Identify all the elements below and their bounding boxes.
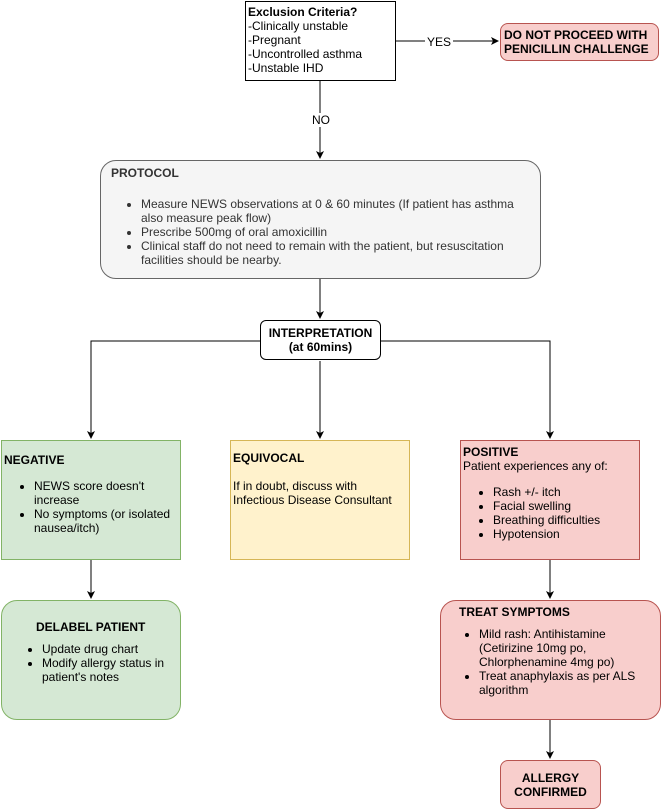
no-edge-label: NO: [310, 113, 332, 127]
protocol-list: Measure NEWS observations at 0 & 60 minu…: [111, 197, 530, 267]
treat-symptoms-node: TREAT SYMPTOMS Mild rash: Antihistamine …: [440, 600, 661, 720]
interpretation-subtitle: (at 60mins): [288, 340, 353, 354]
protocol-title: PROTOCOL: [111, 166, 179, 180]
allergy-confirmed-node: ALLERGY CONFIRMED: [500, 760, 601, 809]
arrow-interpretation-to-positive: [381, 340, 554, 439]
delabel-title: DELABEL PATIENT: [36, 620, 146, 634]
delabel-item: Update drug chart: [42, 642, 170, 656]
positive-item: Hypotension: [493, 527, 637, 541]
delabel-patient-node: DELABEL PATIENT Update drug chart Modify…: [1, 600, 181, 720]
negative-item: No symptoms (or isolated nausea/itch): [34, 507, 178, 535]
positive-title: POSITIVE: [463, 445, 519, 459]
interpretation-node: INTERPRETATION (at 60mins): [260, 320, 381, 360]
positive-node: POSITIVE Patient experiences any of: Ras…: [460, 440, 640, 560]
negative-title: NEGATIVE: [4, 453, 65, 467]
protocol-item: Clinical staff do not need to remain wit…: [141, 239, 530, 267]
protocol-node: PROTOCOL Measure NEWS observations at 0 …: [100, 160, 541, 279]
yes-edge-label: YES: [425, 35, 454, 49]
negative-node: NEGATIVE NEWS score doesn't increase No …: [1, 440, 181, 560]
positive-item: Breathing difficulties: [493, 513, 637, 527]
negative-list: NEWS score doesn't increase No symptoms …: [4, 479, 178, 535]
protocol-item: Prescribe 500mg of oral amoxicillin: [141, 225, 530, 239]
treat-list: Mild rash: Antihistamine (Cetirizine 10m…: [449, 627, 652, 697]
do-not-proceed-node: DO NOT PROCEED WITH PENICILLIN CHALLENGE: [500, 23, 659, 61]
treat-title: TREAT SYMPTOMS: [459, 605, 570, 619]
treat-item: Treat anaphylaxis as per ALS algorithm: [479, 669, 652, 697]
interpretation-title: INTERPRETATION: [268, 326, 373, 340]
equivocal-title: EQUIVOCAL: [233, 451, 305, 465]
delabel-item: Modify allergy status in patient's notes: [42, 656, 170, 684]
equivocal-body: If in doubt, discuss with Infectious Dis…: [233, 479, 392, 507]
positive-list: Rash +/- itch Facial swelling Breathing …: [463, 485, 637, 541]
positive-item: Facial swelling: [493, 499, 637, 513]
allergy-title: ALLERGY CONFIRMED: [514, 771, 587, 799]
do-not-proceed-title: DO NOT PROCEED WITH PENICILLIN CHALLENGE: [504, 28, 649, 56]
treat-item: Mild rash: Antihistamine (Cetirizine 10m…: [479, 627, 652, 669]
exclusion-item: -Clinically unstable: [248, 19, 349, 33]
positive-item: Rash +/- itch: [493, 485, 637, 499]
exclusion-item: -Pregnant: [248, 33, 301, 47]
exclusion-criteria-node: Exclusion Criteria? -Clinically unstable…: [245, 1, 396, 81]
negative-item: NEWS score doesn't increase: [34, 479, 178, 507]
delabel-list: Update drug chart Modify allergy status …: [12, 642, 170, 684]
exclusion-item: -Unstable IHD: [248, 61, 324, 75]
protocol-item: Measure NEWS observations at 0 & 60 minu…: [141, 197, 530, 225]
arrow-interpretation-to-negative: [87, 340, 260, 439]
exclusion-item: -Uncontrolled asthma: [248, 47, 363, 61]
positive-subtitle: Patient experiences any of:: [463, 459, 608, 473]
equivocal-node: EQUIVOCAL If in doubt, discuss with Infe…: [230, 440, 410, 560]
exclusion-criteria-title: Exclusion Criteria?: [248, 5, 358, 19]
